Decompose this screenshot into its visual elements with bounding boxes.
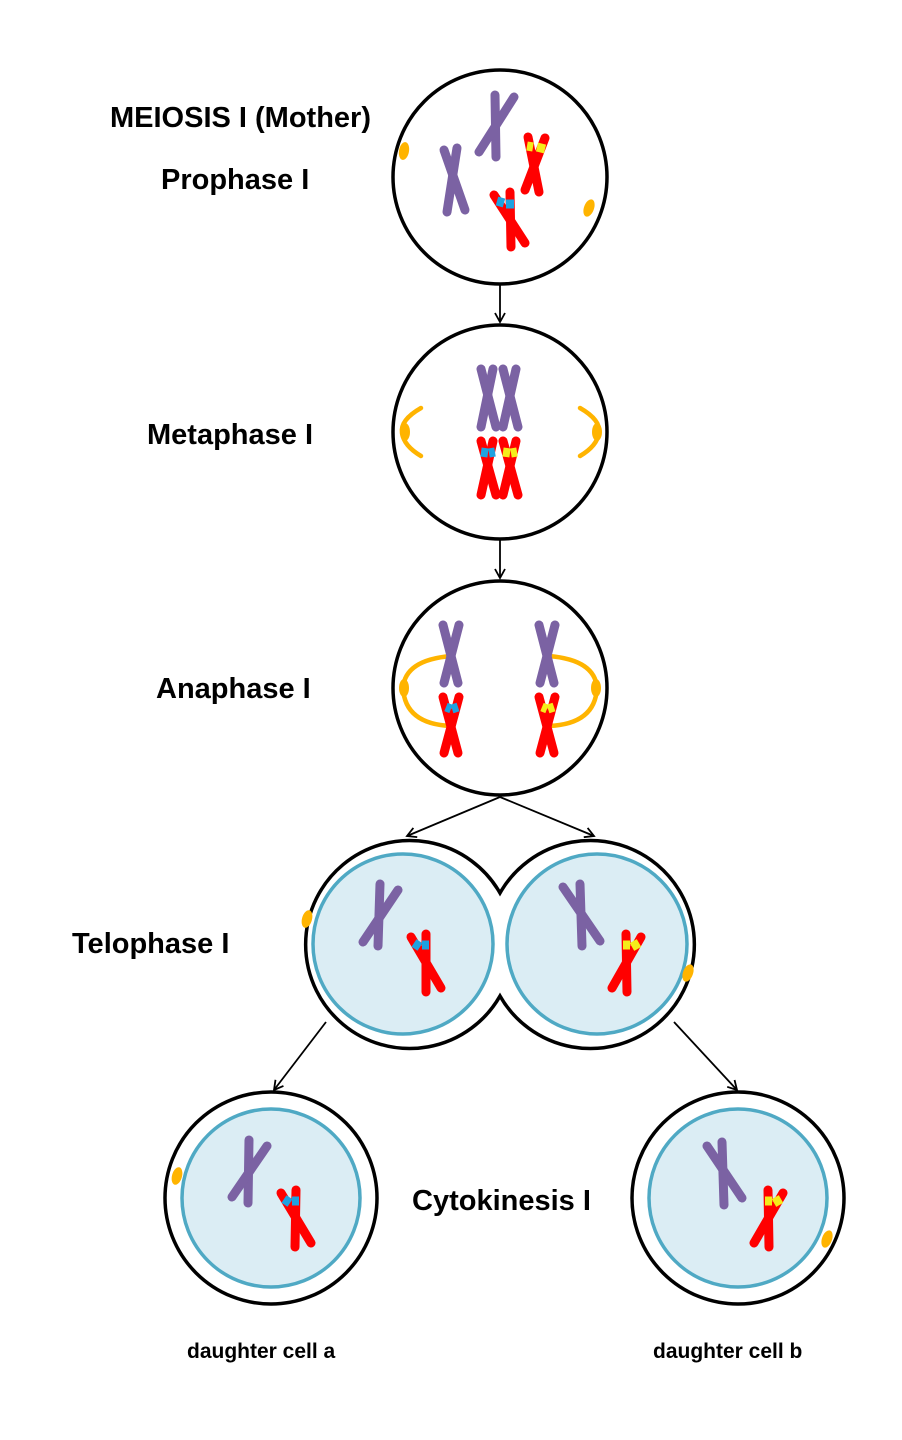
chromosome-band — [771, 1195, 784, 1207]
chromosome-paternal — [406, 929, 446, 997]
arrow-telophase-to-daughter-b — [673, 1021, 739, 1092]
chromosome-band — [495, 196, 506, 208]
chromosome-maternal — [474, 90, 519, 162]
arrows — [272, 283, 739, 1092]
arrow-anaphase-to-telophase-right — [499, 796, 596, 839]
cell-anaphase — [391, 579, 609, 797]
chromosome-paternal — [534, 692, 560, 758]
cell-membrane — [391, 68, 609, 286]
chromosome-maternal — [558, 879, 605, 951]
chromosome-band — [450, 702, 460, 714]
chromosome-band — [502, 447, 511, 458]
chromosome-paternal — [489, 187, 530, 252]
centrosome — [399, 679, 409, 697]
daughter-cell-b — [630, 1090, 846, 1306]
chromosome-maternal — [358, 879, 403, 951]
daughter-label-a: daughter cell a — [187, 1340, 336, 1363]
arrow-anaphase-to-telophase-left — [405, 796, 501, 839]
daughter-cell-a — [163, 1090, 379, 1306]
cell-telophase — [301, 838, 697, 1051]
chromosome-band — [411, 939, 423, 951]
centrosome — [682, 964, 694, 982]
chromosome-band — [629, 939, 642, 951]
chromosome-band — [546, 702, 556, 714]
chromosome-maternal — [702, 1137, 747, 1210]
arrow-telophase-to-daughter-a — [272, 1021, 327, 1092]
chromosome-paternal — [438, 692, 464, 758]
centrosome — [301, 910, 313, 928]
chromosome-paternal — [476, 436, 501, 500]
chromosome-maternal — [438, 620, 464, 688]
daughter-label-b: daughter cell b — [653, 1340, 802, 1363]
stage-label-metaphase: Metaphase I — [147, 419, 313, 451]
chromosome-band — [480, 447, 489, 458]
chromosome-paternal — [276, 1185, 316, 1252]
centrosome — [583, 199, 595, 217]
chromosome-maternal — [439, 143, 470, 217]
chromosome-maternal — [227, 1135, 272, 1208]
chromosome-paternal — [749, 1185, 788, 1252]
chromosome-paternal — [498, 436, 523, 500]
chromosome-maternal — [476, 364, 501, 432]
chromosome-maternal — [498, 364, 523, 432]
cell-membrane — [391, 323, 609, 541]
stage-label-anaphase: Anaphase I — [156, 673, 311, 705]
centrosome — [398, 142, 410, 160]
diagram-title: MEIOSIS I (Mother) — [110, 102, 371, 134]
centrosome — [592, 423, 602, 441]
centrosome — [821, 1230, 833, 1248]
chromosome-paternal — [607, 929, 646, 997]
chromosome-band — [444, 702, 453, 714]
stage-label-cytokinesis: Cytokinesis I — [412, 1185, 591, 1217]
chromosome-band — [488, 447, 496, 458]
chromosome-band — [281, 1195, 293, 1207]
cell-prophase — [391, 68, 609, 286]
chromosome-maternal — [534, 620, 560, 688]
stage-label-telophase: Telophase I — [72, 928, 229, 960]
nucleus-left — [311, 852, 495, 1036]
chromosome-band — [540, 702, 549, 714]
cell-membrane — [391, 579, 609, 797]
centrosome — [591, 679, 601, 697]
centrosome — [171, 1167, 183, 1185]
chromosome-band — [535, 142, 547, 154]
centrosome — [400, 423, 410, 441]
nucleus — [180, 1107, 362, 1289]
chromosome-paternal — [520, 132, 550, 197]
stage-label-prophase: Prophase I — [161, 164, 309, 196]
cell-metaphase — [391, 323, 609, 541]
chromosome-band — [526, 141, 534, 152]
chromosome-band — [510, 447, 518, 458]
